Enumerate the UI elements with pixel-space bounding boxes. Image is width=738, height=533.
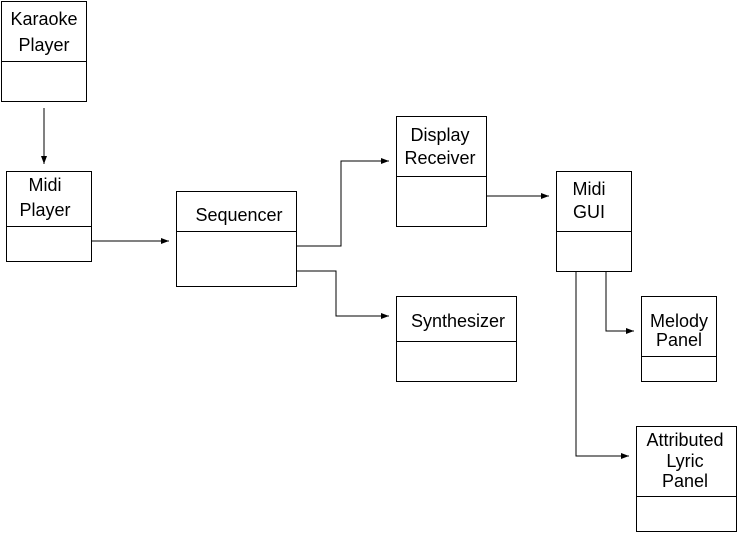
edge-sequencer-to-synthesizer — [296, 270, 389, 319]
node-label-line: Melody — [650, 311, 708, 331]
node-label-line: Player — [19, 200, 70, 220]
arrowhead — [621, 453, 629, 459]
edge-midi-gui-to-attributed-lyric-panel — [575, 271, 629, 459]
edge-sequencer-to-display-receiver — [296, 158, 389, 247]
edge-line — [296, 270, 389, 317]
node-box — [556, 171, 632, 272]
node-label-line: Midi — [28, 175, 61, 195]
node-synthesizer: Synthesizer — [396, 296, 517, 382]
node-label-line: Player — [18, 35, 69, 55]
node-label-line: Receiver — [404, 148, 475, 168]
edge-karaoke-player-to-midi-player — [41, 108, 47, 164]
node-label-line: Sequencer — [195, 205, 282, 225]
node-box — [1, 1, 87, 102]
edge-midi-gui-to-melody-panel — [605, 271, 634, 334]
node-box — [396, 116, 487, 227]
arrowhead — [161, 238, 169, 244]
arrowhead — [626, 328, 634, 334]
node-label-line: Lyric — [666, 451, 703, 471]
arrowhead — [381, 158, 389, 164]
node-box — [636, 426, 737, 532]
node-label-line: Panel — [662, 471, 708, 491]
edges — [41, 108, 634, 459]
edge-midi-player-to-sequencer — [91, 238, 169, 244]
node-label-line: Display — [410, 125, 469, 145]
node-box — [6, 171, 92, 262]
edge-line — [575, 271, 629, 457]
node-label-line: Karaoke — [10, 9, 77, 29]
node-label-line: Attributed — [646, 430, 723, 450]
edge-line — [605, 271, 634, 332]
edge-display-receiver-to-midi-gui — [486, 193, 549, 199]
node-box — [641, 296, 717, 382]
arrowhead — [381, 313, 389, 319]
arrowhead — [541, 193, 549, 199]
edge-line — [296, 160, 389, 247]
node-box — [396, 296, 517, 382]
node-label-line: Panel — [656, 330, 702, 350]
arrowhead — [41, 156, 47, 164]
node-label-line: Synthesizer — [411, 311, 505, 331]
node-box — [176, 191, 297, 287]
node-sequencer: Sequencer — [176, 191, 297, 287]
node-label-line: GUI — [573, 202, 605, 222]
node-label-line: Midi — [572, 179, 605, 199]
